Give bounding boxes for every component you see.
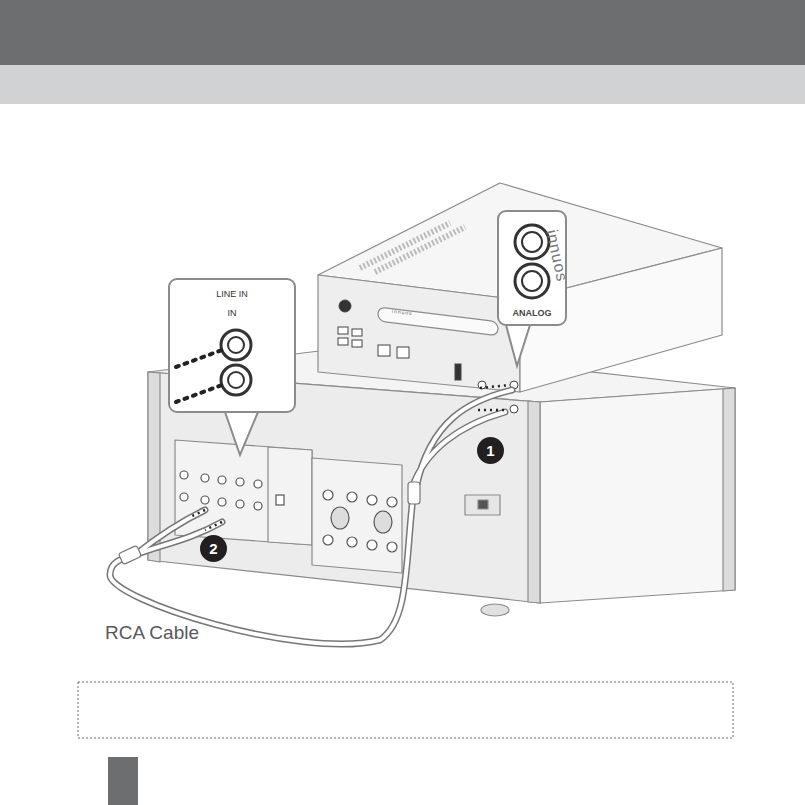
streamer <box>318 183 722 392</box>
callout-jacks <box>176 225 549 402</box>
callout-ground <box>168 278 296 413</box>
note-box <box>78 682 733 738</box>
callout-tail <box>225 412 258 455</box>
callout-number: 2 <box>200 535 227 562</box>
amplifier <box>148 346 735 616</box>
callout-number: 1 <box>477 437 504 464</box>
connector-label: IN <box>228 308 237 318</box>
callout-box: LINE IN IN <box>168 278 296 413</box>
connector-label: LINE IN <box>216 289 248 299</box>
connector-label: ANALOG <box>513 308 552 318</box>
cable-label: RCA Cable <box>105 622 199 644</box>
header-bar <box>0 0 805 65</box>
streamer-vents <box>360 223 465 272</box>
callout-number-text: 2 <box>209 540 217 557</box>
callout-tail <box>506 325 530 366</box>
rca-cable <box>110 390 512 644</box>
subheader-band <box>0 65 805 104</box>
callout-number-text: 1 <box>486 442 494 459</box>
page-tab <box>108 757 138 805</box>
